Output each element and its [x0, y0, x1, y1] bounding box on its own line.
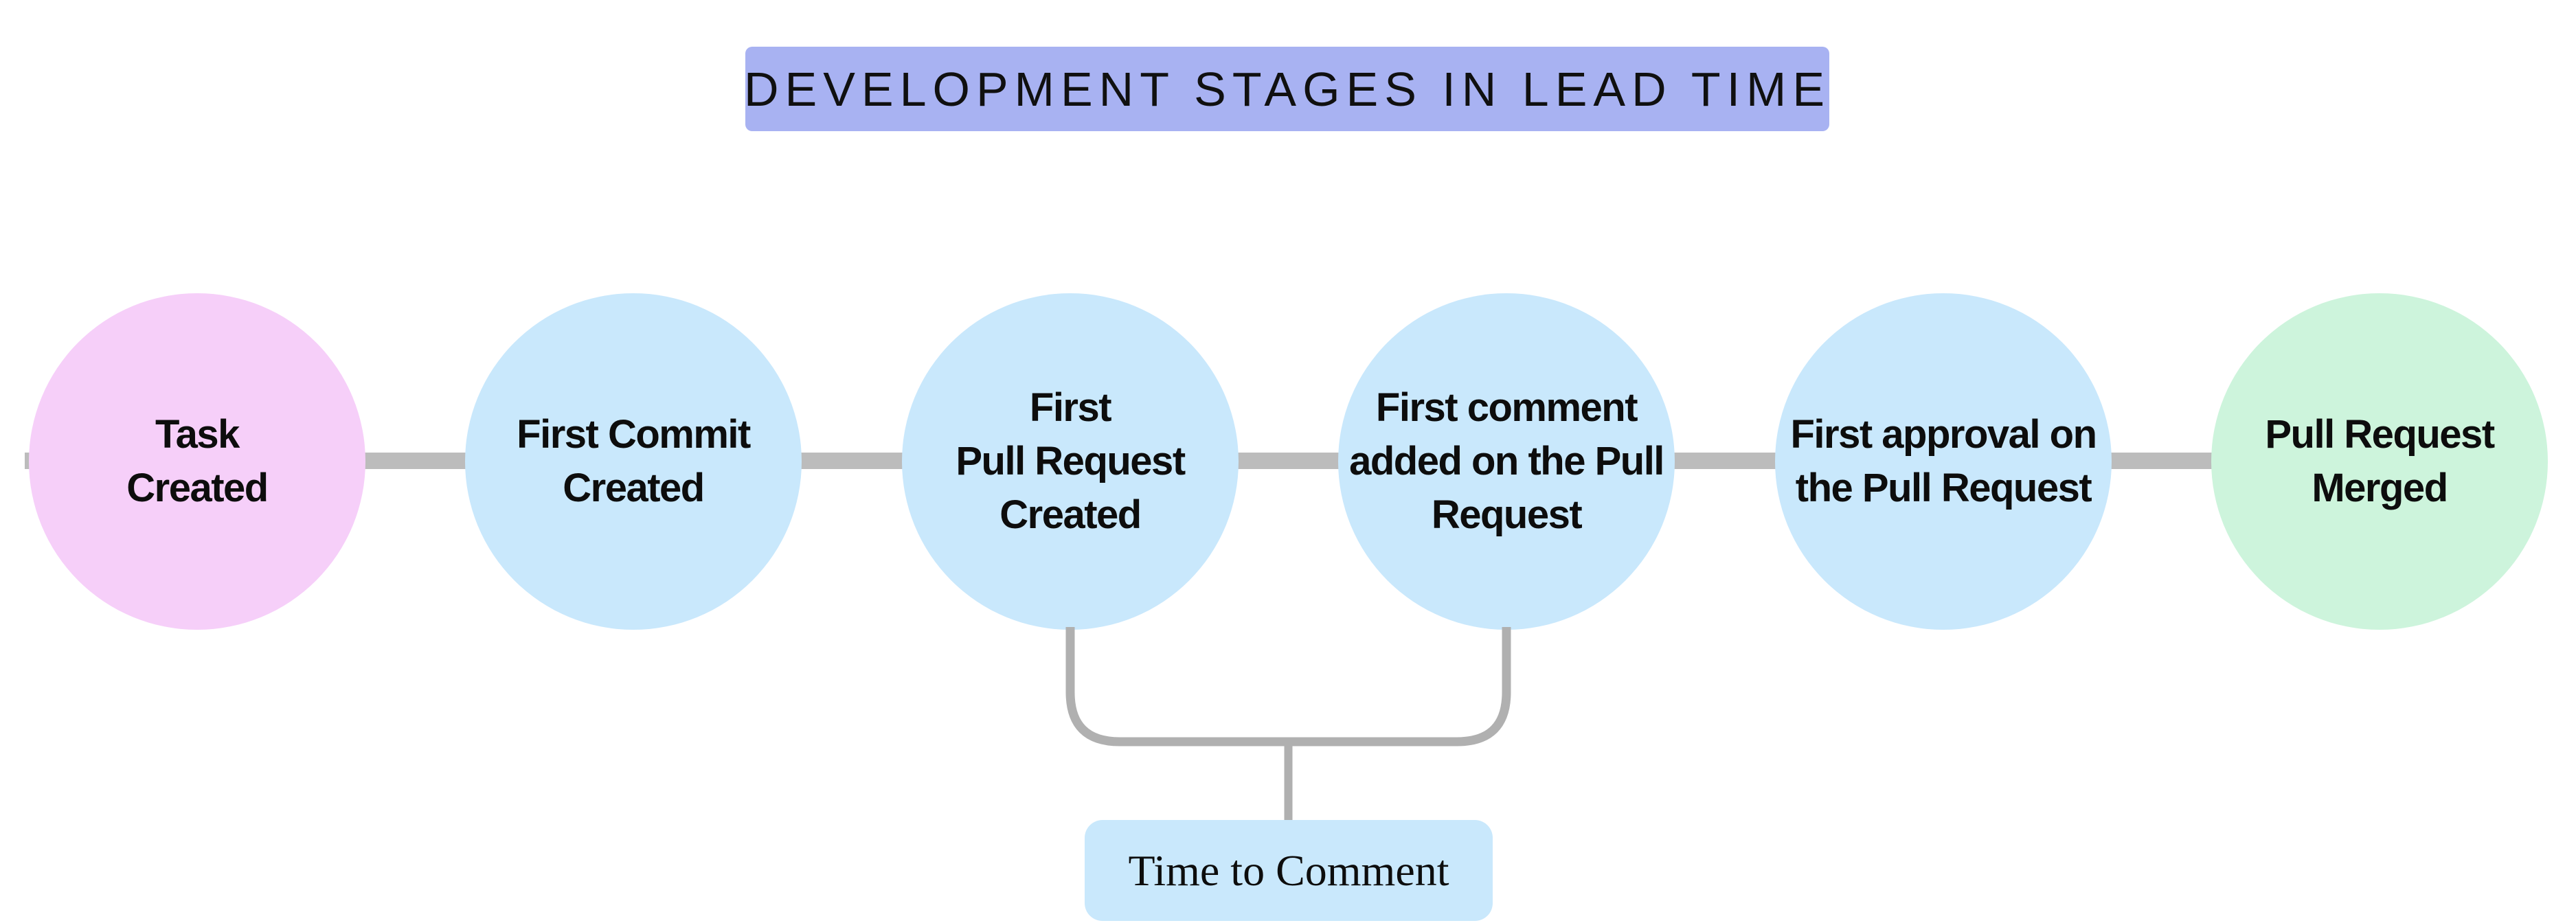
stage-circle-task-created: Task Created	[29, 293, 365, 630]
stage-label: First approval on the Pull Request	[1790, 411, 2097, 510]
stage-label: First Pull Request Created	[956, 385, 1186, 538]
stage-circle-first-pull-request-created: First Pull Request Created	[902, 293, 1239, 630]
stage-circle-first-comment-added: First comment added on the Pull Request	[1338, 293, 1675, 630]
stage-circle-first-approval: First approval on the Pull Request	[1775, 293, 2112, 630]
title-banner: DEVELOPMENT STAGES IN LEAD TIME	[744, 47, 1829, 131]
stage-label: First Commit Created	[517, 411, 751, 510]
stage-label: Task Created	[126, 411, 269, 510]
bracket-path	[1065, 627, 1511, 747]
time-to-comment-label: Time to Comment	[1085, 820, 1493, 921]
stage-label: Pull Request Merged	[2265, 411, 2495, 510]
stage-circle-pull-request-merged: Pull Request Merged	[2211, 293, 2548, 630]
stage-label: First comment added on the Pull Request	[1349, 385, 1664, 538]
stage-circle-first-commit-created: First Commit Created	[465, 293, 802, 630]
